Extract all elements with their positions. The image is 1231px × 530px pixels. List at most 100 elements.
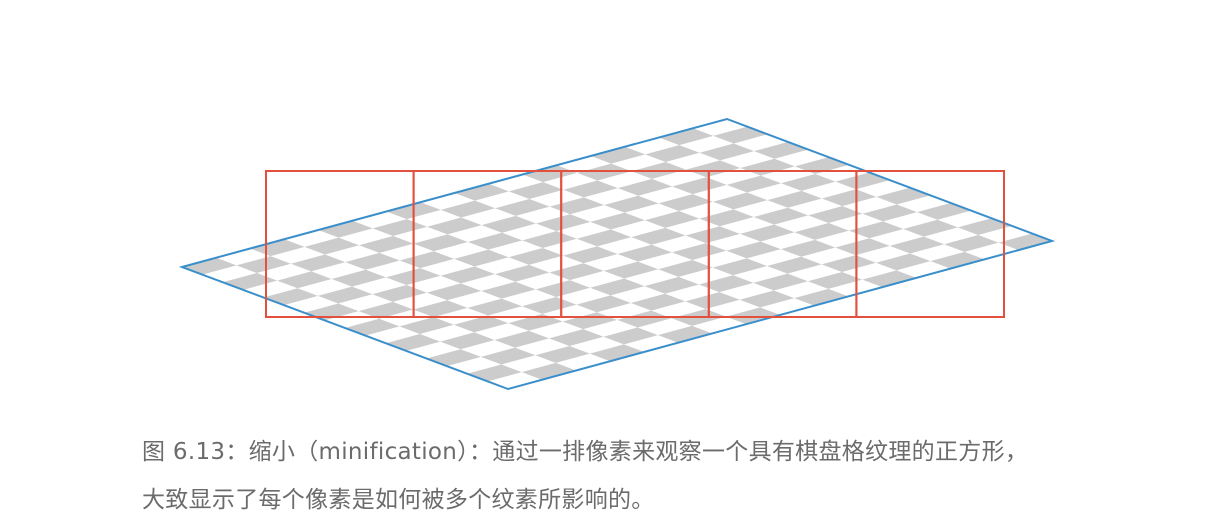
checker-cell bbox=[521, 362, 577, 380]
checker-cell bbox=[726, 307, 781, 325]
checker-cell bbox=[576, 229, 632, 247]
checker-cell bbox=[522, 231, 577, 248]
checker-cell bbox=[767, 190, 822, 208]
checker-cell bbox=[589, 344, 645, 362]
checker-cell bbox=[685, 292, 740, 309]
checker-cell bbox=[848, 221, 904, 239]
checker-cell bbox=[821, 255, 876, 272]
checker-cell bbox=[590, 278, 645, 296]
checker-cell bbox=[645, 145, 700, 162]
checker-cell bbox=[454, 183, 509, 201]
checker-cell bbox=[617, 310, 672, 328]
checker-cell bbox=[440, 200, 496, 218]
checker-cell bbox=[494, 330, 550, 348]
checker-cell bbox=[835, 238, 890, 256]
checker-cell bbox=[753, 273, 808, 291]
checker-cell bbox=[753, 207, 809, 225]
checker-cell bbox=[672, 177, 727, 195]
checker-cell bbox=[604, 195, 659, 213]
checker-cell bbox=[577, 163, 632, 181]
checker-cell bbox=[399, 317, 454, 334]
pixel-box bbox=[855, 170, 1006, 318]
checker-cell bbox=[685, 160, 741, 178]
pixel-row bbox=[265, 170, 1006, 318]
checker-cell bbox=[508, 313, 563, 331]
checker-cell bbox=[903, 219, 958, 237]
checker-cell bbox=[481, 281, 536, 299]
checker-cell bbox=[780, 239, 836, 257]
checker-cell bbox=[658, 260, 713, 277]
checker-cell bbox=[699, 209, 754, 227]
checker-cell bbox=[685, 226, 741, 244]
checker-cell bbox=[359, 236, 414, 253]
checker-cell bbox=[250, 239, 305, 257]
checker-cell bbox=[480, 347, 536, 365]
checker-cell bbox=[549, 197, 605, 215]
checker-cell bbox=[930, 251, 985, 269]
checker-cell bbox=[413, 234, 468, 252]
checker-cell bbox=[440, 266, 495, 284]
checker-cell bbox=[317, 286, 373, 304]
checker-cell bbox=[657, 325, 713, 343]
checker-cell bbox=[631, 227, 686, 245]
checker-cell bbox=[713, 126, 768, 144]
checker-cell bbox=[957, 218, 1013, 235]
checker-cell bbox=[699, 143, 755, 161]
checker-cell bbox=[413, 300, 468, 318]
checker-cell bbox=[331, 269, 387, 287]
checker-cell bbox=[563, 246, 618, 264]
checker-cell bbox=[467, 364, 522, 382]
checker-cell bbox=[835, 172, 890, 190]
checker-cell bbox=[876, 253, 931, 271]
checker-cell bbox=[671, 243, 727, 260]
checker-cell bbox=[508, 248, 564, 265]
checker-cell bbox=[726, 175, 782, 193]
checker-cell bbox=[508, 182, 564, 199]
checker-cell bbox=[726, 241, 781, 259]
checker-cell bbox=[862, 270, 917, 288]
checker-cell bbox=[494, 264, 550, 282]
checker-cell bbox=[576, 295, 631, 313]
checker-cell bbox=[794, 223, 849, 240]
checker-cell bbox=[318, 220, 373, 238]
checker-cell bbox=[522, 297, 577, 314]
checker-cell bbox=[630, 293, 686, 311]
checker-cell bbox=[808, 206, 863, 223]
caption-line-2: 大致显示了每个像素是如何被多个纹素所影响的。 bbox=[142, 487, 655, 513]
checker-cell bbox=[617, 244, 672, 262]
checker-cell bbox=[712, 258, 768, 276]
checker-cell bbox=[454, 249, 509, 267]
checker-cell bbox=[549, 329, 604, 346]
checker-cell bbox=[522, 165, 578, 183]
textured-square-outline bbox=[178, 117, 1056, 391]
checker-cell bbox=[658, 194, 713, 211]
checker-cell bbox=[739, 290, 795, 308]
checker-cell bbox=[794, 288, 849, 306]
figure-caption: 图 6.13：缩小（minification）：通过一排像素来观察一个具有棋盘格… bbox=[142, 428, 1142, 524]
checker-cell bbox=[345, 252, 400, 270]
checkerboard-texture bbox=[182, 119, 1053, 389]
caption-line-1: 图 6.13：缩小（minification）：通过一排像素来观察一个具有棋盘格… bbox=[142, 439, 1029, 465]
checker-cell bbox=[590, 212, 645, 230]
checker-cell bbox=[603, 327, 658, 345]
checker-cell bbox=[467, 298, 522, 316]
minification-figure bbox=[178, 117, 1056, 391]
checker-cell bbox=[713, 192, 768, 210]
checker-cell bbox=[740, 224, 795, 242]
checker-cell bbox=[426, 349, 481, 367]
checker-cell bbox=[222, 273, 278, 290]
checker-cell bbox=[453, 315, 509, 333]
checker-cell bbox=[767, 256, 822, 274]
checker-cell bbox=[277, 271, 332, 289]
checker-cell bbox=[754, 141, 809, 159]
checker-cell bbox=[304, 237, 359, 255]
checker-cell bbox=[807, 272, 863, 289]
checker-cell bbox=[563, 180, 618, 198]
checker-cell bbox=[440, 332, 495, 350]
checker-cell bbox=[781, 174, 836, 191]
checker-cell bbox=[794, 157, 850, 174]
checker-cell bbox=[998, 233, 1053, 251]
checker-cell bbox=[889, 236, 945, 254]
checker-cell bbox=[549, 263, 604, 281]
checker-cell bbox=[603, 261, 659, 279]
